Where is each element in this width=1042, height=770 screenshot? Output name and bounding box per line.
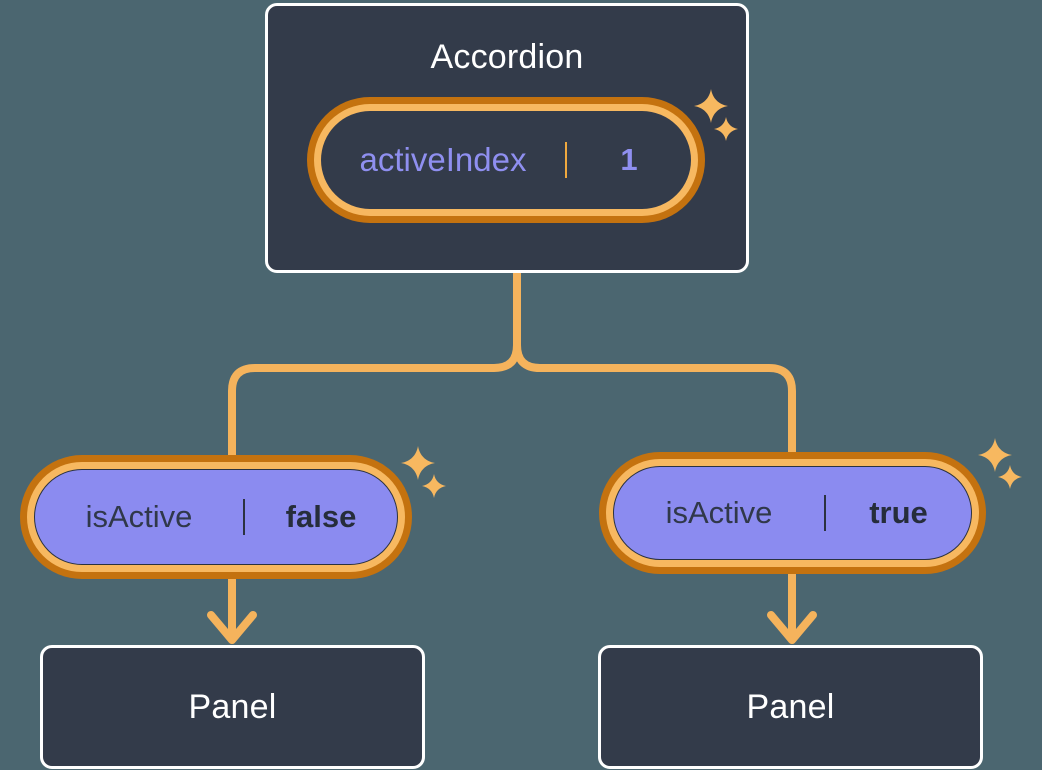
sparkle-icon-root-large — [694, 89, 728, 123]
state-value-label-right: true — [824, 495, 971, 531]
sparkle-small-icon-left — [422, 474, 446, 498]
component-box-panel-left[interactable]: Panel — [40, 645, 425, 769]
state-pill-isactive-right[interactable]: isActive true — [599, 452, 986, 574]
sparkle-small-icon-root — [714, 117, 738, 141]
component-box-panel-right[interactable]: Panel — [598, 645, 983, 769]
state-pill-isactive-left[interactable]: isActive false — [20, 455, 412, 579]
state-pill-body-left: isActive false — [34, 469, 398, 565]
state-value-label-left: false — [243, 499, 397, 535]
sparkle-icon-left-large — [401, 446, 435, 480]
state-pill-body: activeIndex 1 — [321, 111, 691, 209]
arrow-down-icon-right — [767, 570, 817, 644]
arrow-down-icon-left — [207, 570, 257, 644]
state-key-label-left: isActive — [85, 499, 193, 534]
state-pill-ring-right: isActive true — [606, 459, 979, 567]
connector-root-to-right-child — [513, 341, 796, 466]
state-key-label-right: isActive — [665, 495, 773, 530]
component-title-panel-left: Panel — [188, 688, 277, 726]
page-title: Accordion — [430, 38, 584, 76]
state-key-label: activeIndex — [359, 141, 527, 178]
state-pill-activeindex[interactable]: activeIndex 1 — [307, 97, 705, 223]
state-pill-body-right: isActive true — [613, 466, 972, 560]
sparkle-small-icon-right — [998, 465, 1022, 489]
component-title-panel-right: Panel — [746, 688, 835, 726]
state-value-label: 1 — [565, 142, 691, 178]
state-pill-ring: activeIndex 1 — [314, 104, 698, 216]
sparkle-icon-right-large — [978, 438, 1012, 472]
state-pill-ring-left: isActive false — [27, 462, 405, 572]
